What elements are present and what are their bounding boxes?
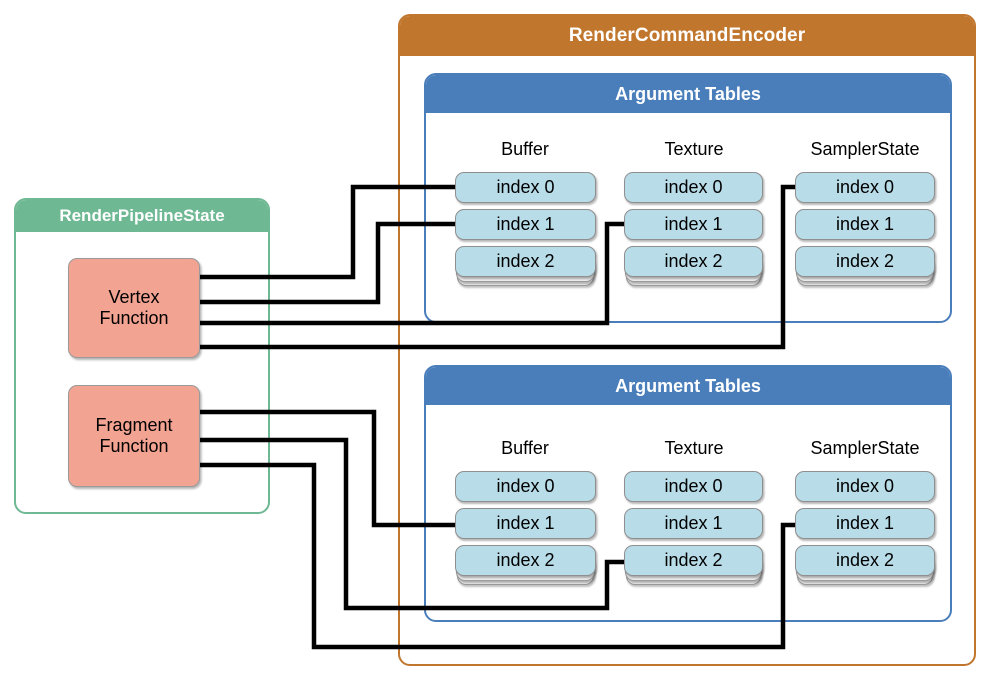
fragment-samplerstate-index-1[interactable]: index 1 [795, 508, 935, 539]
vertex-samplerstate-index-0-label: index 0 [835, 177, 895, 197]
vertex-argument-tables-header: Argument Tables [426, 75, 950, 113]
fragment-buffer-stack: index 0 index 1 index 2 [455, 471, 596, 595]
vertex-texture-column-label: Texture [624, 139, 764, 160]
vertex-buffer-index-2[interactable]: index 2 [455, 246, 596, 277]
vertex-texture-index-0[interactable]: index 0 [624, 172, 763, 203]
render-pipeline-state-header: RenderPipelineState [16, 200, 268, 232]
vertex-texture-column-label-text: Texture [664, 139, 724, 159]
vertex-samplerstate-index-2-label: index 2 [835, 251, 895, 271]
vertex-samplerstate-index-2[interactable]: index 2 [795, 246, 935, 277]
vertex-samplerstate-index-1[interactable]: index 1 [795, 209, 935, 240]
fragment-function-label-line2: Function [99, 436, 169, 456]
vertex-texture-index-0-label: index 0 [664, 177, 723, 197]
vertex-samplerstate-index-1-label: index 1 [835, 214, 895, 234]
vertex-buffer-column-label: Buffer [455, 139, 595, 160]
fragment-buffer-index-2-label: index 2 [496, 550, 555, 570]
fragment-samplerstate-column-label-text: SamplerState [810, 438, 920, 458]
fragment-texture-index-0[interactable]: index 0 [624, 471, 763, 502]
fragment-texture-column-label: Texture [624, 438, 764, 459]
vertex-function-box[interactable]: Vertex Function [68, 258, 200, 358]
fragment-function-label-line1: Fragment [95, 414, 173, 435]
render-command-encoder-title: RenderCommandEncoder [568, 25, 806, 46]
render-pipeline-state-container [14, 198, 270, 514]
render-command-encoder-header: RenderCommandEncoder [400, 16, 974, 56]
fragment-samplerstate-stack: index 0 index 1 index 2 [795, 471, 935, 595]
vertex-buffer-index-1-label: index 1 [496, 214, 555, 234]
fragment-buffer-index-2[interactable]: index 2 [455, 545, 596, 576]
fragment-texture-stack: index 0 index 1 index 2 [624, 471, 763, 595]
fragment-buffer-index-0[interactable]: index 0 [455, 471, 596, 502]
fragment-samplerstate-index-2-label: index 2 [835, 550, 895, 570]
vertex-buffer-index-1[interactable]: index 1 [455, 209, 596, 240]
vertex-samplerstate-column-label-text: SamplerState [810, 139, 920, 159]
fragment-samplerstate-index-1-label: index 1 [835, 513, 895, 533]
render-pipeline-state-title: RenderPipelineState [59, 206, 225, 225]
fragment-texture-index-1-label: index 1 [664, 513, 723, 533]
fragment-samplerstate-index-0-label: index 0 [835, 476, 895, 496]
vertex-samplerstate-stack: index 0 index 1 index 2 [795, 172, 935, 296]
vertex-texture-index-2-label: index 2 [664, 251, 723, 271]
fragment-samplerstate-index-0[interactable]: index 0 [795, 471, 935, 502]
fragment-samplerstate-column-label: SamplerState [794, 438, 936, 459]
fragment-function-box[interactable]: Fragment Function [68, 385, 200, 487]
fragment-argument-tables-title: Argument Tables [615, 375, 761, 396]
vertex-argument-tables-title: Argument Tables [615, 83, 761, 104]
fragment-argument-tables-header: Argument Tables [426, 367, 950, 405]
vertex-function-label-line1: Vertex [108, 286, 160, 307]
vertex-texture-index-1-label: index 1 [664, 214, 723, 234]
fragment-buffer-column-label: Buffer [455, 438, 595, 459]
vertex-texture-stack: index 0 index 1 index 2 [624, 172, 763, 296]
vertex-texture-index-1[interactable]: index 1 [624, 209, 763, 240]
vertex-buffer-column-label-text: Buffer [501, 139, 549, 159]
fragment-texture-column-label-text: Texture [664, 438, 724, 458]
fragment-samplerstate-index-2[interactable]: index 2 [795, 545, 935, 576]
fragment-texture-index-2[interactable]: index 2 [624, 545, 763, 576]
vertex-buffer-index-0-label: index 0 [496, 177, 555, 197]
fragment-buffer-index-1[interactable]: index 1 [455, 508, 596, 539]
fragment-texture-index-0-label: index 0 [664, 476, 723, 496]
fragment-buffer-column-label-text: Buffer [501, 438, 549, 458]
vertex-buffer-stack: index 0 index 1 index 2 [455, 172, 596, 296]
vertex-texture-index-2[interactable]: index 2 [624, 246, 763, 277]
fragment-texture-index-2-label: index 2 [664, 550, 723, 570]
vertex-buffer-index-2-label: index 2 [496, 251, 555, 271]
fragment-buffer-index-1-label: index 1 [496, 513, 555, 533]
vertex-function-label-line2: Function [99, 308, 169, 328]
fragment-texture-index-1[interactable]: index 1 [624, 508, 763, 539]
vertex-samplerstate-column-label: SamplerState [794, 139, 936, 160]
fragment-buffer-index-0-label: index 0 [496, 476, 555, 496]
vertex-buffer-index-0[interactable]: index 0 [455, 172, 596, 203]
vertex-samplerstate-index-0[interactable]: index 0 [795, 172, 935, 203]
